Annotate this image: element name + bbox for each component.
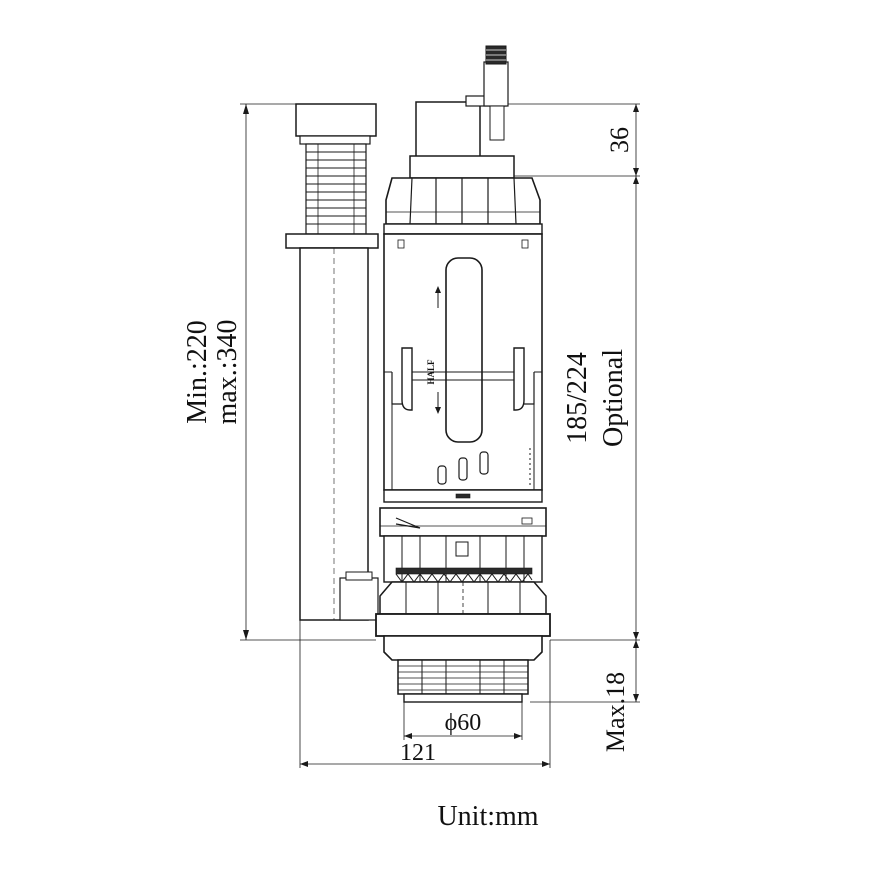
dim-body-height: 185/224: [562, 352, 593, 444]
dim-top-offset: 36: [605, 127, 634, 153]
unit-label: Unit:mm: [437, 801, 538, 832]
dim-thread-diameter: ϕ60: [445, 710, 482, 736]
threaded-base: [383, 635, 543, 703]
lower-cage: [375, 507, 551, 637]
ribbed-cap: [383, 177, 543, 235]
dim-height-max: max.:340: [212, 320, 243, 425]
dim-overall-width: 121: [400, 740, 436, 766]
top-actuator: [409, 45, 515, 179]
dim-thread-length: Max.18: [601, 672, 630, 752]
dim-body-height-note: Optional: [598, 349, 629, 447]
overflow-spring: [305, 143, 367, 235]
dim-height-min: Min.:220: [182, 320, 213, 423]
dimension-lines: [240, 103, 640, 768]
valve-body: HALF: [383, 233, 543, 503]
overflow-pipe: [285, 103, 379, 621]
